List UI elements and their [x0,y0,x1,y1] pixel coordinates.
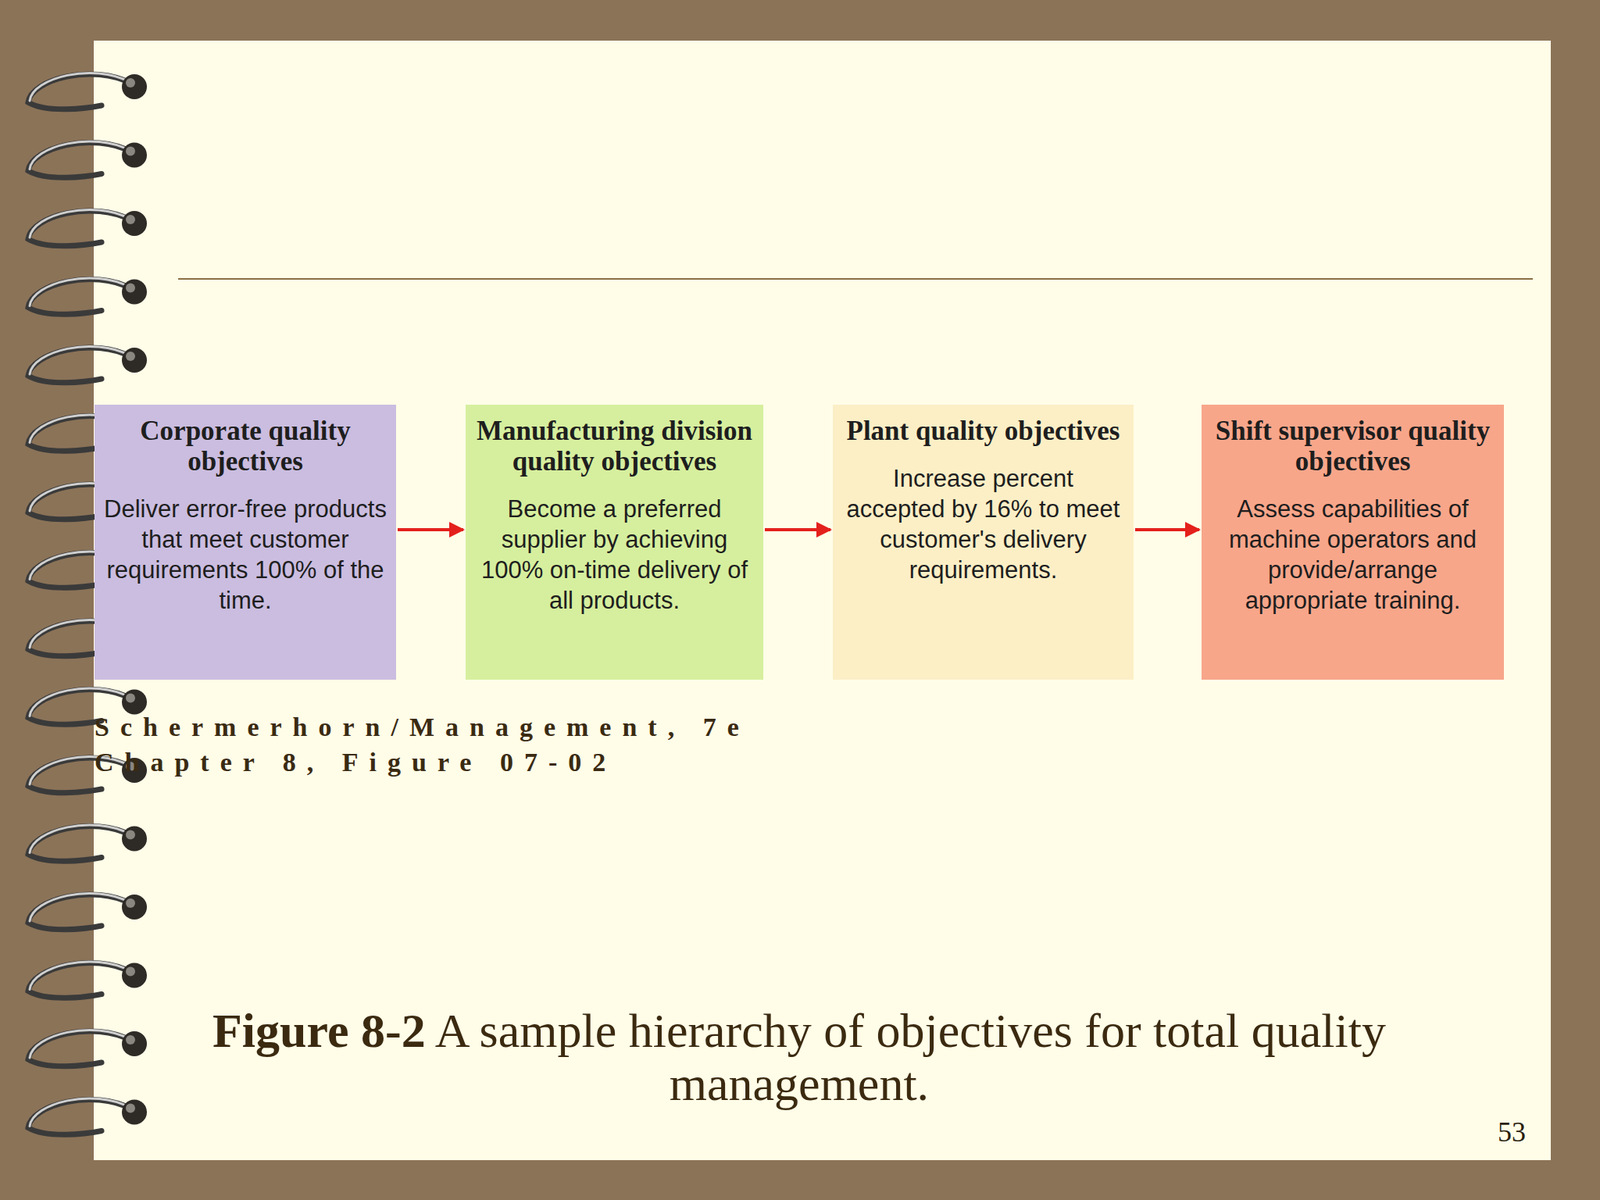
ring-shine [125,78,136,88]
spiral-ring [28,892,147,929]
source-credit: Schermerhorn/Management, 7e [94,712,750,743]
box-body: Increase percent accepted by 16% to meet… [842,463,1125,586]
rule-line [178,278,1533,280]
spiral-ring [28,1098,147,1135]
spiral-ring [28,1029,147,1066]
ring-wire [28,962,132,998]
ring-wire [28,142,132,178]
ring-hole [121,894,147,920]
flow-arrow [1135,528,1200,532]
ring-hole [121,142,147,168]
spiral-ring [28,209,147,246]
box-body: Assess capabilities of machine operators… [1210,493,1495,616]
ring-highlight [29,1098,130,1127]
figure-caption: Figure 8-2 A sample hierarchy of objecti… [189,1003,1409,1111]
ring-shine [125,146,136,157]
ring-highlight [29,1029,130,1058]
ring-wire [28,210,132,247]
ring-shine [125,830,136,840]
box-heading: Manufacturing division quality objective… [475,415,754,477]
ring-wire [28,347,132,383]
box-heading: Shift supervisor quality objectives [1210,415,1495,477]
ring-highlight [29,72,130,101]
ring-shine [125,693,136,704]
ring-highlight [29,141,130,170]
spiral-ring [28,346,147,383]
spiral-ring [28,141,147,178]
objective-box: Shift supervisor quality objectivesAsses… [1201,404,1504,680]
ring-hole [121,689,147,715]
spiral-ring [28,72,147,109]
ring-hole [121,210,147,236]
ring-hole [121,1031,147,1057]
ring-shine [125,1103,136,1114]
ring-highlight [29,688,130,717]
ring-hole [121,963,147,989]
box-body: Become a preferred supplier by achieving… [475,493,754,616]
ring-shine [125,214,136,225]
ring-hole [121,74,147,100]
flow-arrow [397,528,464,532]
box-heading: Plant quality objectives [842,415,1125,447]
ring-highlight [29,961,130,990]
ring-shine [125,898,136,908]
ring-hole [121,279,147,305]
objective-box: Manufacturing division quality objective… [465,404,764,680]
ring-hole [121,347,147,373]
ring-wire [28,1031,132,1067]
objective-box: Corporate quality objectivesDeliver erro… [94,404,397,680]
spiral-ring [28,825,147,861]
ring-wire [28,825,132,861]
ring-hole [121,1100,147,1125]
ring-wire [28,894,132,930]
ring-shine [125,1035,136,1045]
ring-shine [125,283,136,293]
ring-highlight [29,346,130,375]
box-body: Deliver error-free products that meet cu… [103,493,387,616]
ring-hole [121,826,147,852]
ring-wire [28,1099,132,1135]
ring-highlight [29,892,130,922]
spiral-ring [28,961,147,998]
ring-highlight [29,278,130,307]
flow-arrow [764,528,831,532]
ring-shine [125,351,136,361]
ring-highlight [29,825,130,854]
spiral-ring [28,278,147,315]
ring-highlight [29,209,130,238]
source-credit: Chapter 8, Figure 07-02 [94,747,617,778]
ring-wire [28,74,132,110]
ring-wire [28,278,132,315]
page-number: 53 [1497,1115,1526,1149]
objective-box: Plant quality objectivesIncrease percent… [832,404,1134,680]
ring-shine [125,967,136,977]
box-heading: Corporate quality objectives [103,415,387,477]
